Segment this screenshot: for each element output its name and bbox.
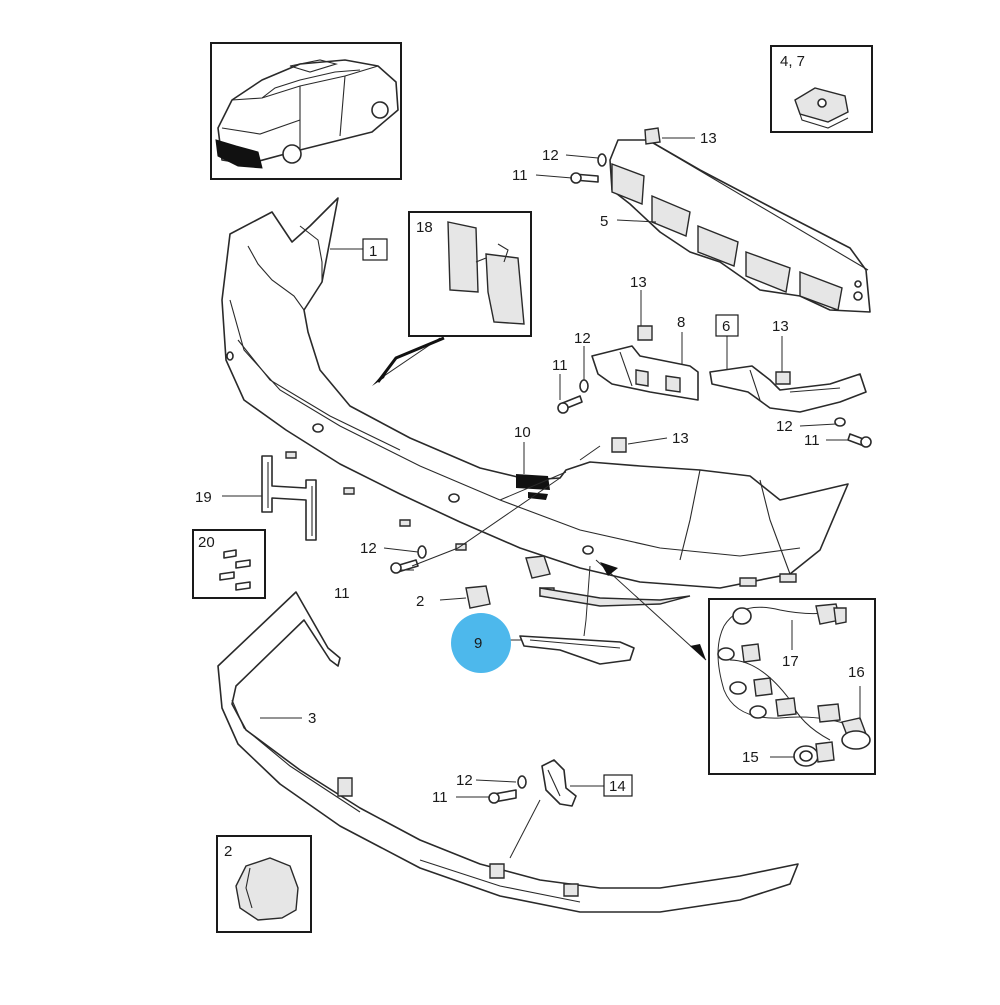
callout-13-center: 13 bbox=[672, 430, 689, 447]
tow-hook-cover-2 bbox=[465, 585, 491, 609]
callout-17: 17 bbox=[782, 653, 799, 670]
bumper-cover bbox=[221, 197, 849, 597]
callout-12-bracket8: 12 bbox=[574, 330, 591, 347]
boxed-callouts bbox=[362, 238, 739, 797]
inset-2: 2 bbox=[216, 835, 312, 933]
side-bracket-6 bbox=[709, 365, 872, 448]
park-sensor-holes bbox=[226, 351, 594, 555]
reflector-10 bbox=[516, 474, 550, 490]
grommet bbox=[732, 607, 752, 625]
bracket-19 bbox=[261, 455, 317, 541]
sensor-ring-15 bbox=[793, 741, 835, 767]
callout-11-top: 11 bbox=[512, 167, 528, 184]
car-illustration bbox=[215, 59, 399, 169]
center-hardware bbox=[390, 437, 627, 574]
inset-20-frame bbox=[192, 529, 266, 599]
washer-12-center bbox=[417, 545, 427, 559]
callout-12-center: 12 bbox=[360, 540, 377, 557]
bumper-lower-strip bbox=[539, 587, 691, 607]
callout-2-inset: 2 bbox=[224, 843, 232, 860]
callout-8: 8 bbox=[677, 314, 685, 331]
callout-11-bracket14: 11 bbox=[432, 789, 448, 806]
speed-nut-clip bbox=[794, 87, 849, 129]
inset-20: 20 bbox=[192, 529, 266, 599]
park-sensor-harness-inset bbox=[708, 598, 876, 775]
callout-11-bracket8: 11 bbox=[552, 357, 568, 374]
nut-13-center bbox=[611, 437, 627, 453]
washer-12-bracket6 bbox=[834, 417, 846, 427]
washer-12-top bbox=[597, 153, 607, 167]
callout-18: 18 bbox=[416, 219, 433, 236]
clip-inset: 4, 7 bbox=[770, 45, 873, 133]
callout-9: 9 bbox=[474, 635, 482, 652]
callout-14: 14 bbox=[609, 778, 626, 795]
callout-2: 2 bbox=[416, 593, 424, 610]
tow-eye-opening bbox=[525, 555, 551, 579]
trim-strip-9 bbox=[519, 635, 635, 665]
callout-16: 16 bbox=[848, 664, 865, 681]
callout-13-bracket6: 13 bbox=[772, 318, 789, 335]
car-overview-inset bbox=[210, 42, 402, 180]
callout-11-bracket6: 11 bbox=[804, 432, 820, 449]
callout-13-top: 13 bbox=[700, 130, 717, 147]
callout-5: 5 bbox=[600, 213, 608, 230]
side-bracket-8 bbox=[557, 325, 699, 414]
washer-12-bracket8 bbox=[579, 379, 589, 393]
callout-1: 1 bbox=[369, 243, 377, 260]
callout-leaders bbox=[222, 137, 861, 859]
nut-13-top bbox=[644, 127, 661, 145]
callout-20: 20 bbox=[198, 534, 215, 551]
reinforcement-beam bbox=[609, 139, 871, 313]
harness-clips bbox=[717, 643, 841, 723]
callout-10: 10 bbox=[514, 424, 531, 441]
callout-19: 19 bbox=[195, 489, 212, 506]
lower-spoiler-3 bbox=[217, 591, 799, 913]
nut-13-bracket6 bbox=[775, 371, 791, 385]
screw-set bbox=[219, 549, 251, 591]
beam-hardware bbox=[570, 127, 661, 184]
callout-4-7: 4, 7 bbox=[780, 53, 805, 70]
callout-3: 3 bbox=[308, 710, 316, 727]
spoiler-clips bbox=[337, 777, 579, 897]
callout-6: 6 bbox=[722, 318, 730, 335]
bracket-14 bbox=[488, 759, 577, 807]
sensor-16 bbox=[841, 717, 871, 750]
clip-inset-frame bbox=[770, 45, 873, 133]
callout-11-center: 11 bbox=[334, 585, 350, 602]
callout-numbers: 1 2 3 5 6 8 9 10 11 11 11 11 11 12 12 12… bbox=[195, 130, 865, 806]
beam-crush-boxes bbox=[611, 162, 843, 311]
highlight-marker-9[interactable] bbox=[451, 613, 511, 673]
callout-12-bracket14: 12 bbox=[456, 772, 473, 789]
washer-12-bracket14 bbox=[517, 775, 527, 789]
callout-13-bracket8: 13 bbox=[630, 274, 647, 291]
callout-12-bracket6: 12 bbox=[776, 418, 793, 435]
nut-13-bracket8 bbox=[637, 325, 653, 341]
inset-18: 18 bbox=[408, 211, 532, 337]
callout-12-top: 12 bbox=[542, 147, 559, 164]
leader-harness bbox=[595, 559, 707, 661]
callout-15: 15 bbox=[742, 749, 759, 766]
